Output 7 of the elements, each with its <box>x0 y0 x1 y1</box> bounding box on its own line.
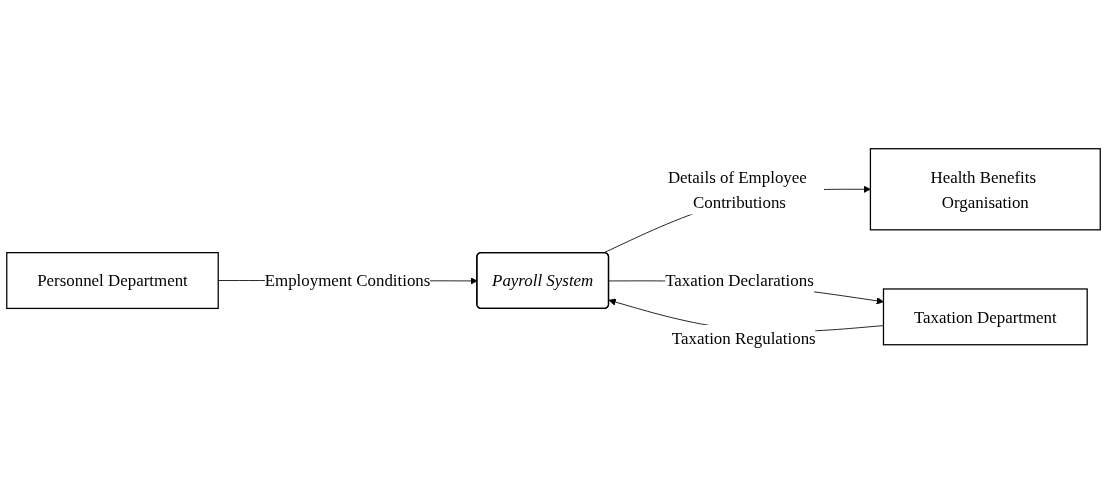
node-box: Taxation Department <box>882 288 1088 346</box>
node-box: Health Benefits Organisation <box>869 148 1101 231</box>
edge-label: Taxation Declarations <box>665 271 814 290</box>
edge-label: Details of Employee Contributions <box>667 167 807 212</box>
edge-label: Taxation Regulations <box>671 328 816 347</box>
edge-label: Employment Conditions <box>264 271 431 290</box>
node-box: Personnel Department <box>6 252 219 310</box>
